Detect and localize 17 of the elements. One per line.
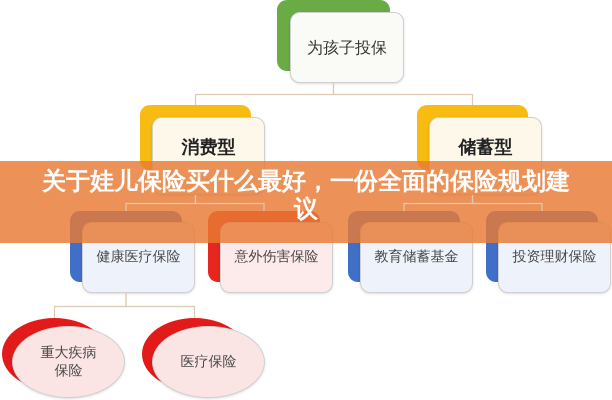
node-label: 医疗保险 [180, 353, 238, 371]
connector-line [194, 195, 265, 211]
node-label: 重大疾病保险 [40, 344, 98, 380]
node-label: 意外伤害保险 [234, 248, 318, 267]
title-text: 关于娃儿保险买什么最好，一份全面的保险规划建议 [40, 167, 571, 223]
ellipse-node [142, 318, 265, 398]
node-label: 为孩子投保 [307, 36, 387, 58]
node-label: 消费型 [182, 137, 236, 159]
node-label: 投资理财保险 [512, 248, 596, 267]
connector-line [125, 293, 196, 318]
connector-line [472, 195, 543, 211]
ellipse-node [2, 318, 125, 398]
node-label: 教育储蓄基金 [374, 248, 458, 267]
connector-line [332, 83, 474, 105]
tab-card [277, 0, 404, 83]
node-label: 健康医疗保险 [96, 248, 180, 267]
node-label: 储蓄型 [458, 137, 512, 159]
